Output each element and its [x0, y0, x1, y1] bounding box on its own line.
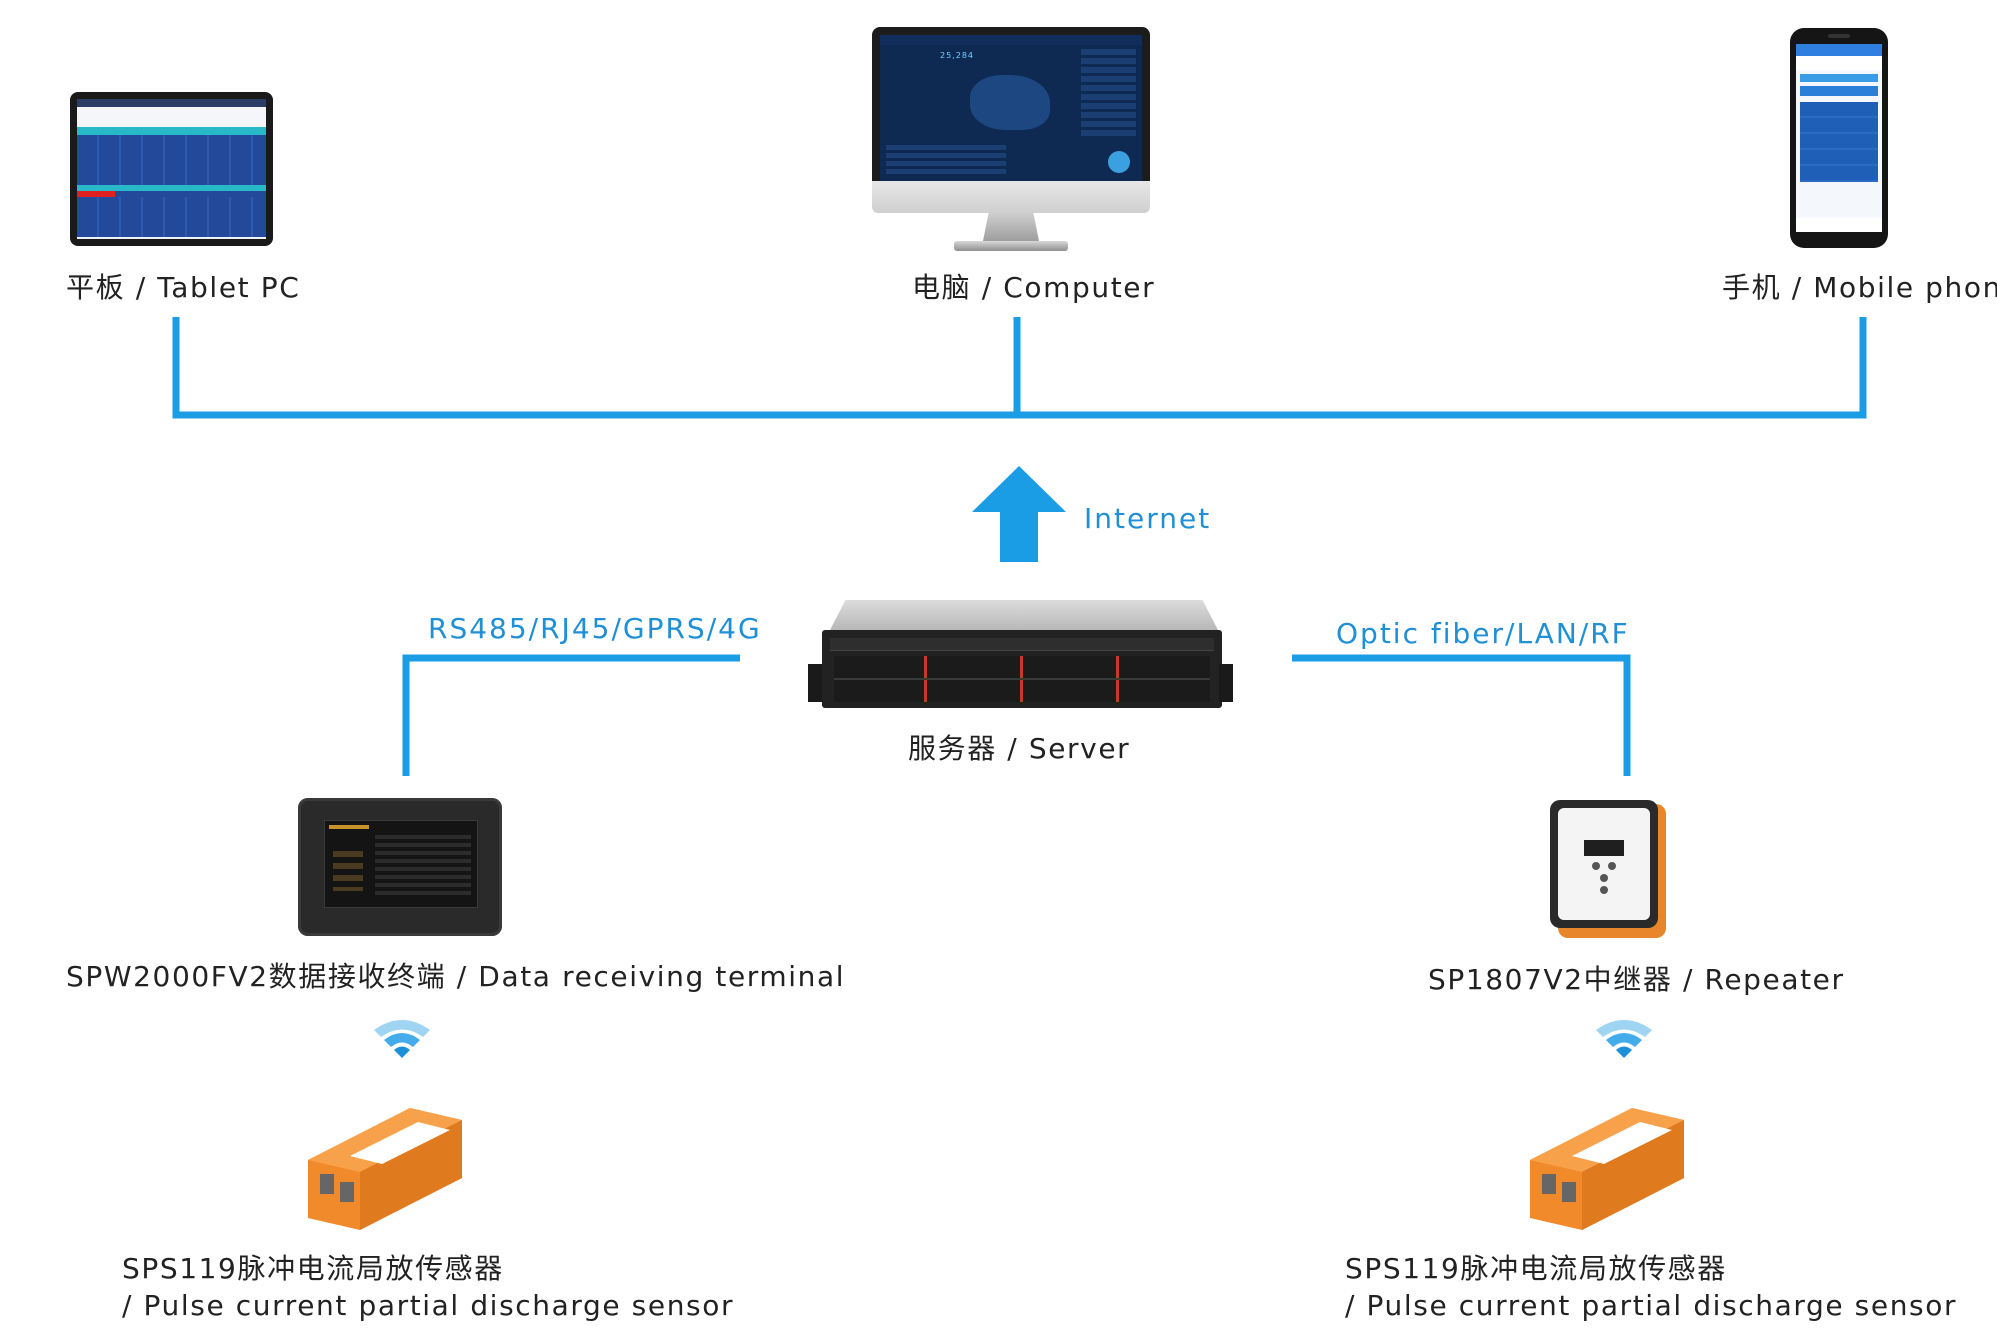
rack-server-icon — [808, 600, 1233, 718]
dashboard-counter: 25,284 — [940, 51, 974, 60]
terminal-label: SPW2000FV2数据接收终端 / Data receiving termin… — [66, 960, 846, 993]
terminal-icon — [298, 798, 502, 936]
repeater-icon — [1550, 800, 1666, 938]
sensor-icon — [1530, 1108, 1684, 1230]
wifi-icon — [374, 1020, 430, 1058]
tablet-label: 平板 / Tablet PC — [66, 271, 301, 304]
server-label: 服务器 / Server — [908, 732, 1131, 765]
wifi-icon — [1596, 1020, 1652, 1058]
right-link-line — [1292, 654, 1631, 776]
left-link-label: RS485/RJ45/GPRS/4G — [428, 612, 762, 645]
sensor-left-label-line1: SPS119脉冲电流局放传感器 — [122, 1252, 504, 1285]
sensor-left-label-line2: / Pulse current partial discharge sensor — [122, 1289, 735, 1322]
computer-label: 电脑 / Computer — [912, 271, 1156, 304]
internet-arrow — [972, 466, 1066, 562]
sensor-right-label-line2: / Pulse current partial discharge sensor — [1345, 1289, 1958, 1322]
smartphone-icon — [1790, 28, 1888, 248]
phone-label: 手机 / Mobile phone — [1722, 271, 1997, 304]
sensor-right-label-line1: SPS119脉冲电流局放传感器 — [1345, 1252, 1727, 1285]
left-link-line — [402, 654, 740, 776]
right-link-label: Optic fiber/LAN/RF — [1336, 617, 1630, 650]
monitor-icon: 25,284 — [872, 27, 1150, 259]
repeater-label: SP1807V2中继器 / Repeater — [1428, 963, 1845, 996]
internet-label: Internet — [1084, 502, 1212, 535]
sensor-icon — [308, 1108, 462, 1230]
tablet-icon — [70, 92, 273, 246]
